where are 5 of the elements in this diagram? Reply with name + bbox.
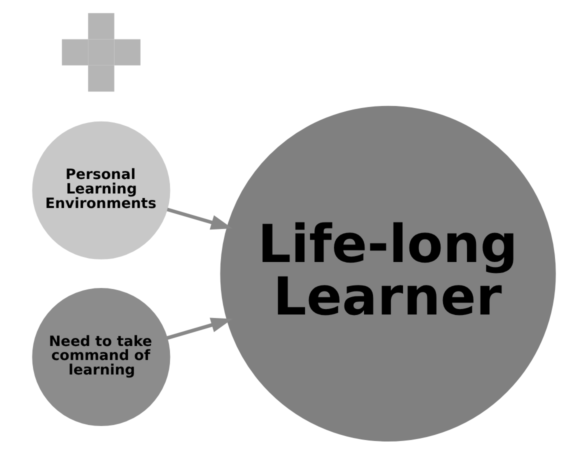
- node-circle: Personal Learning Environments: [32, 121, 170, 260]
- node-circle: Need to take command of learning: [32, 288, 170, 426]
- node-circle: Life-long Learner: [220, 106, 556, 442]
- arrow: [166, 318, 232, 340]
- arrow: [166, 208, 232, 230]
